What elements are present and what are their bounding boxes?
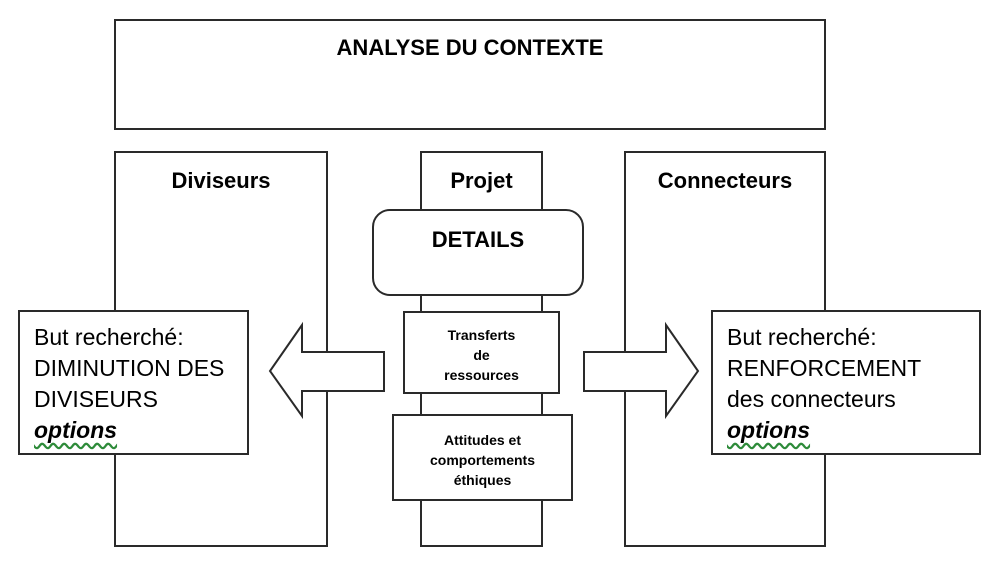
left-arrow (268, 321, 385, 420)
right-arrow (583, 321, 700, 420)
attitudes-line2: comportements (429, 452, 536, 468)
right-goal-line1: But recherché: (727, 324, 877, 350)
diviseurs-title: Diviseurs (171, 168, 271, 193)
details-box: DETAILS (372, 209, 584, 296)
transfers-line1: Transferts (447, 327, 516, 343)
right-goal-box: But recherché: RENFORCEMENT des connecte… (711, 310, 981, 455)
left-goal-line2: DIMINUTION DES (34, 355, 225, 381)
details-label: DETAILS (431, 227, 525, 252)
context-title: ANALYSE DU CONTEXTE (336, 35, 604, 60)
attitudes-line3: éthiques (453, 472, 512, 488)
left-goal-options: options (34, 417, 118, 443)
transfers-line2: de (473, 347, 490, 363)
right-goal-options: options (727, 417, 811, 443)
context-box: ANALYSE DU CONTEXTE (114, 19, 826, 130)
transfers-box: Transferts de ressources (403, 311, 560, 394)
left-goal-line3: DIVISEURS (34, 386, 158, 412)
attitudes-line1: Attitudes et (444, 432, 521, 448)
projet-title: Projet (450, 168, 513, 193)
left-goal-box: But recherché: DIMINUTION DES DIVISEURS … (18, 310, 249, 455)
right-goal-line2: RENFORCEMENT (727, 355, 922, 381)
connecteurs-title: Connecteurs (657, 168, 793, 193)
right-goal-line3: des connecteurs (727, 386, 896, 412)
attitudes-box: Attitudes et comportements éthiques (392, 414, 573, 501)
transfers-line3: ressources (444, 367, 519, 383)
left-goal-line1: But recherché: (34, 324, 184, 350)
